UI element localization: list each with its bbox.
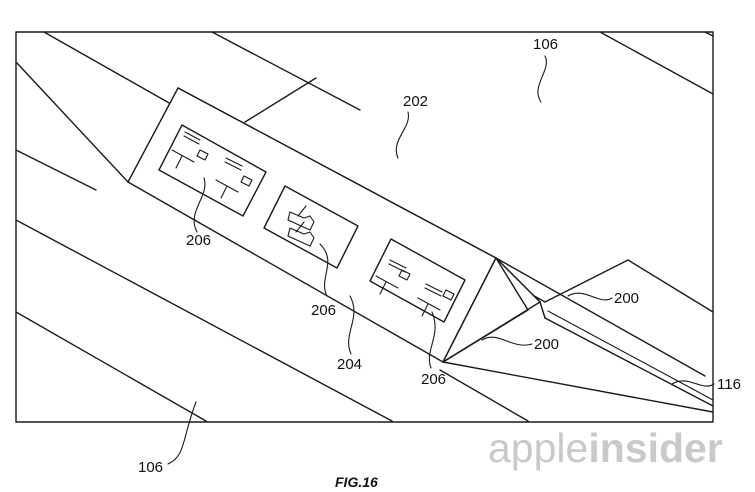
leader-116 — [671, 380, 715, 387]
ref-200-lower: 200 — [534, 336, 559, 353]
ridge-assembly — [127, 87, 714, 413]
outlet-right — [369, 238, 466, 323]
leader-lines — [167, 55, 715, 465]
figure-caption: FIG.16 — [335, 474, 378, 490]
ref-116: 116 — [717, 376, 741, 393]
leader-200-lower — [481, 336, 533, 346]
ref-206-left: 206 — [186, 232, 211, 249]
watermark-part2: insider — [588, 425, 723, 471]
watermark-part1: apple — [488, 425, 589, 471]
ref-200-upper: 200 — [614, 290, 639, 307]
outlet-left — [158, 124, 267, 217]
outlet-right-plate — [369, 238, 466, 323]
leader-206-center — [319, 243, 329, 297]
leader-206-right — [428, 311, 436, 369]
leader-106-top — [537, 55, 547, 103]
ref-106-top: 106 — [533, 36, 558, 53]
outlet-left-plate — [158, 124, 267, 217]
leader-200-upper — [567, 292, 613, 301]
leader-106-bottom — [167, 401, 197, 465]
ref-206-right: 206 — [421, 371, 446, 388]
roof-lines — [15, 31, 714, 422]
leader-202 — [395, 111, 409, 159]
leader-206-left — [193, 177, 206, 233]
watermark-logo: appleinsider — [488, 428, 723, 469]
leader-204 — [348, 295, 355, 355]
ref-204: 204 — [337, 356, 362, 373]
figure-frame — [15, 31, 714, 423]
outlet-center — [263, 185, 359, 269]
ref-106-bottom: 106 — [138, 459, 163, 476]
ref-202: 202 — [403, 93, 428, 110]
ref-206-center: 206 — [311, 302, 336, 319]
